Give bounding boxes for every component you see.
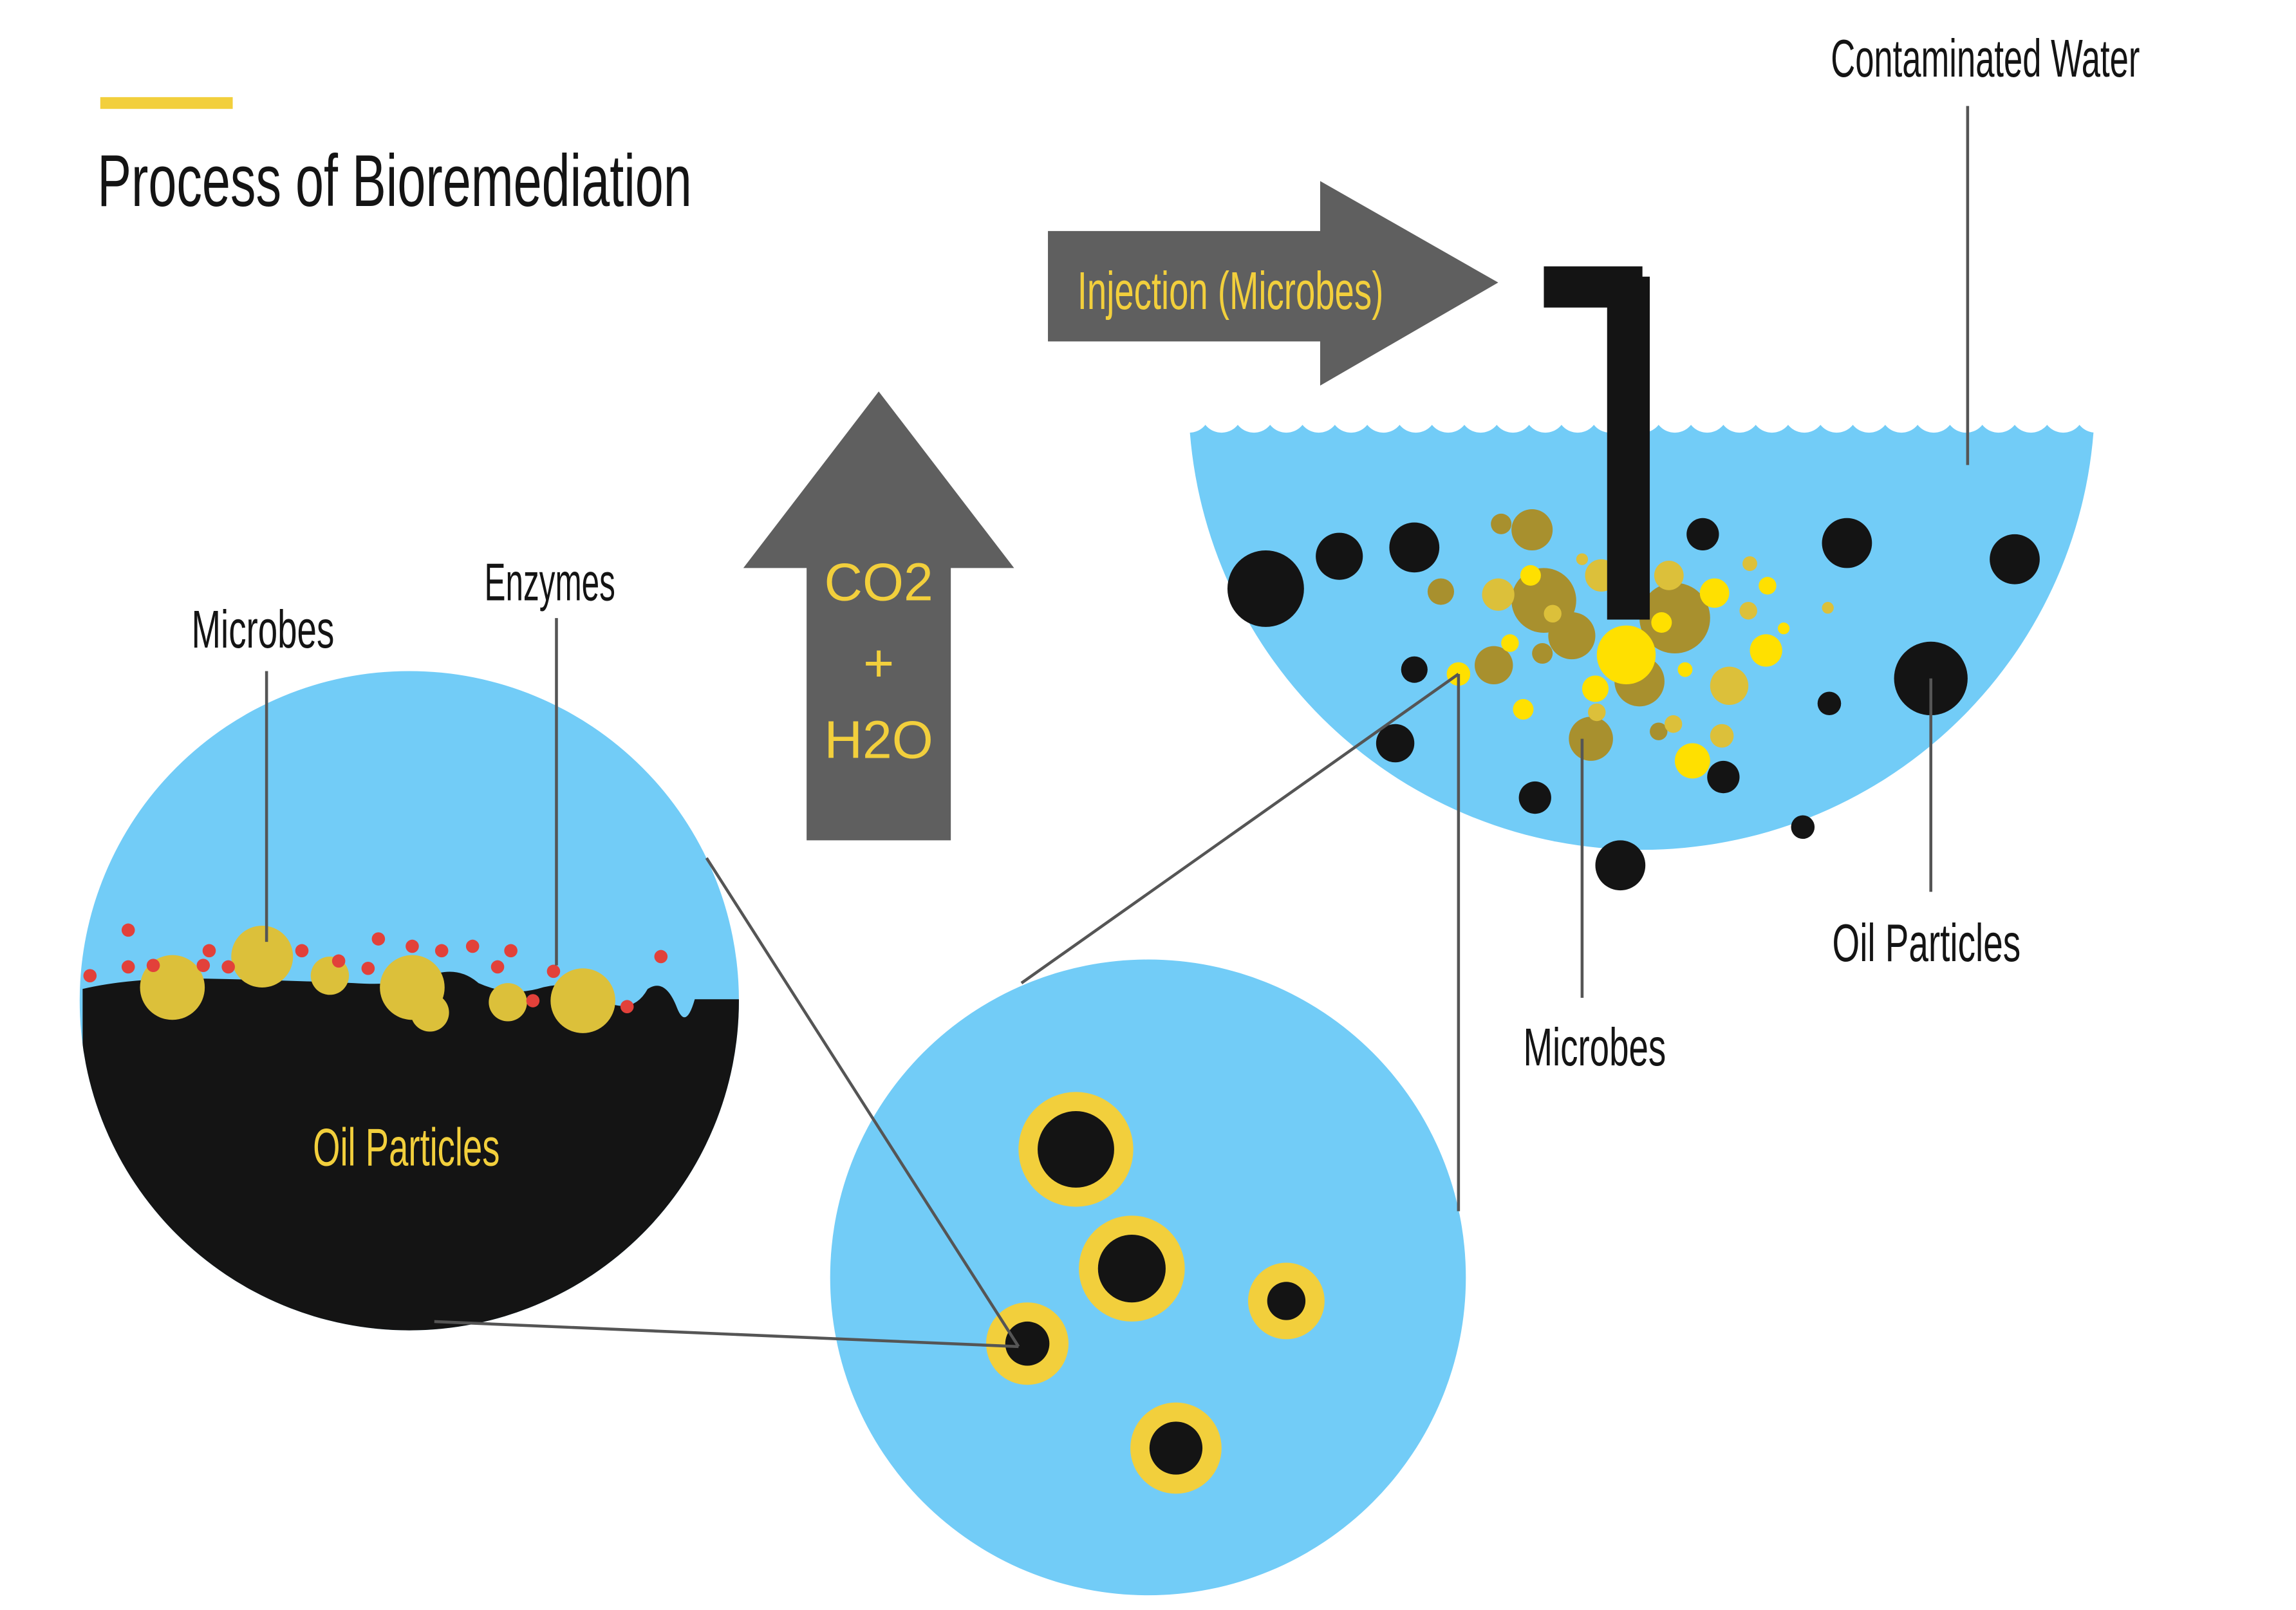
wave-crest xyxy=(1913,391,1955,433)
wave-crest xyxy=(1654,391,1695,433)
output-h2o-label: H2O xyxy=(825,711,933,769)
wave-crest xyxy=(1265,391,1307,433)
wave-crest xyxy=(1848,391,1890,433)
microbe-oil-zoom-circle xyxy=(830,959,1466,1596)
wave-crest xyxy=(1880,391,1922,433)
contaminated-water-label: Contaminated Water xyxy=(1831,30,2140,88)
wave-crest xyxy=(1330,391,1372,433)
enzymes-label: Enzymes xyxy=(484,554,615,612)
oil-particles-left-label: Oil Particles xyxy=(313,1119,499,1177)
wave-crest xyxy=(1395,391,1437,433)
wave-crest xyxy=(1200,391,1242,433)
wave-crest xyxy=(1977,391,2019,433)
wave-crest xyxy=(1427,391,1469,433)
pipe-icon xyxy=(1544,266,1650,620)
output-co2-label: CO2 xyxy=(825,554,933,612)
injection-arrow-label: Injection (Microbes) xyxy=(1078,262,1384,321)
wave-crest xyxy=(2042,391,2084,433)
wave-crest xyxy=(2010,391,2052,433)
page-title: Process of Bioremediation xyxy=(97,140,692,222)
wave-crest xyxy=(1492,391,1534,433)
microbes-bowl xyxy=(1427,509,1834,779)
wave-crest xyxy=(1751,391,1793,433)
wave-crest xyxy=(1363,391,1405,433)
wave-crest xyxy=(1784,391,1825,433)
microbe-coated-oil-particles xyxy=(986,1092,1325,1494)
oil-particles-right-label: Oil Particles xyxy=(1833,914,2021,973)
output-plus-label: + xyxy=(863,634,894,693)
zoom-connector-lines xyxy=(434,673,1461,1349)
oil-surface-zoom-circle: Oil Particles xyxy=(79,671,739,1331)
wave-crest xyxy=(2075,391,2116,433)
wave-crest xyxy=(1460,391,1502,433)
wave-crest xyxy=(1816,391,1858,433)
wave-crest xyxy=(1233,391,1275,433)
wave-crest xyxy=(1719,391,1760,433)
oil-layer xyxy=(82,971,739,1331)
output-arrow: CO2 + H2O xyxy=(743,391,1014,841)
microbes-right-label: Microbes xyxy=(1523,1018,1666,1077)
enzymes-dots xyxy=(83,923,668,1013)
wave-crest xyxy=(1168,391,1210,433)
title-accent-bar xyxy=(100,97,233,109)
microbes-left-label: Microbes xyxy=(192,601,335,659)
injection-arrow: Injection (Microbes) xyxy=(1048,181,1498,386)
wave-crest xyxy=(1686,391,1728,433)
wave-crest xyxy=(1524,391,1566,433)
wave-crest xyxy=(1557,391,1599,433)
wave-crest xyxy=(1298,391,1339,433)
